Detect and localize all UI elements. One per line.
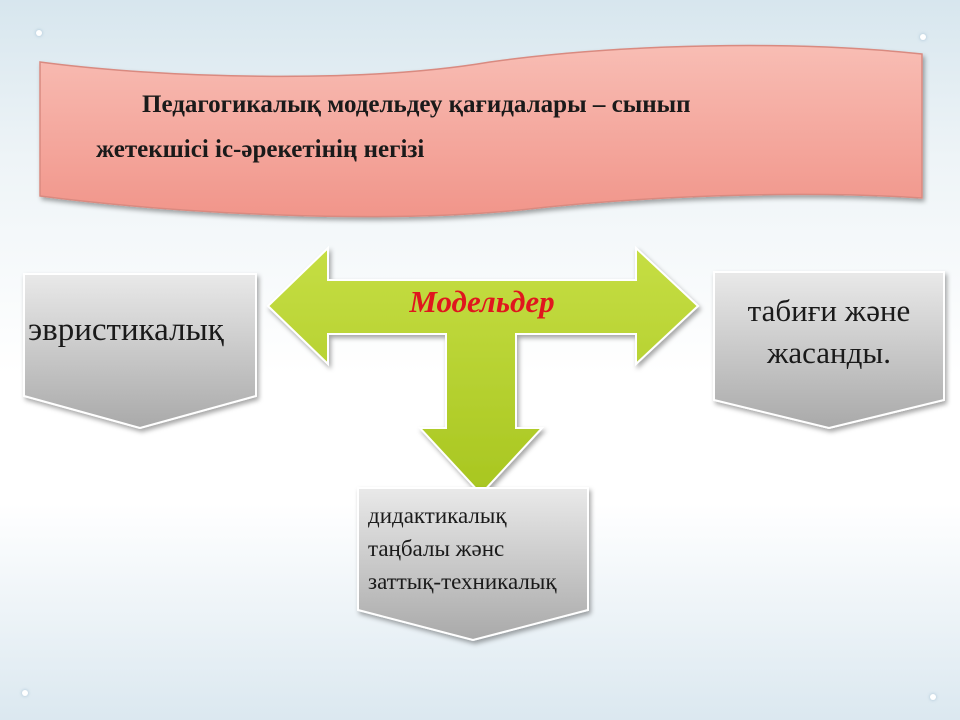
- decor-dot: [36, 30, 42, 36]
- bottom-box-line-1: дидактикалық: [368, 503, 507, 528]
- right-box: [713, 271, 945, 430]
- bottom-box: [357, 487, 589, 642]
- decor-dot: [22, 690, 28, 696]
- left-box: [23, 273, 257, 430]
- bottom-box-line-2: таңбалы жәнс: [368, 536, 505, 561]
- decor-dot: [920, 34, 926, 40]
- left-box-label: эвристикалық: [28, 312, 224, 348]
- right-box-line-1: табиғи және: [747, 293, 911, 328]
- bottom-box-label: дидактикалық таңбалы жәнс заттық-техника…: [368, 499, 557, 598]
- right-box-label: табиғи және жасанды.: [716, 290, 942, 374]
- title-line-2: жетекшісі іс-әрекетінің негізі: [96, 136, 425, 163]
- arrow-label: Модельдер: [409, 284, 555, 319]
- decor-dot: [930, 694, 936, 700]
- title-line-1: Педагогикалық модельдеу қағидалары – сын…: [142, 91, 691, 118]
- bottom-box-line-3: заттық-техникалық: [368, 569, 557, 594]
- title-banner: [39, 44, 923, 218]
- right-box-line-2: жасанды.: [766, 335, 891, 370]
- models-arrow: [266, 245, 700, 496]
